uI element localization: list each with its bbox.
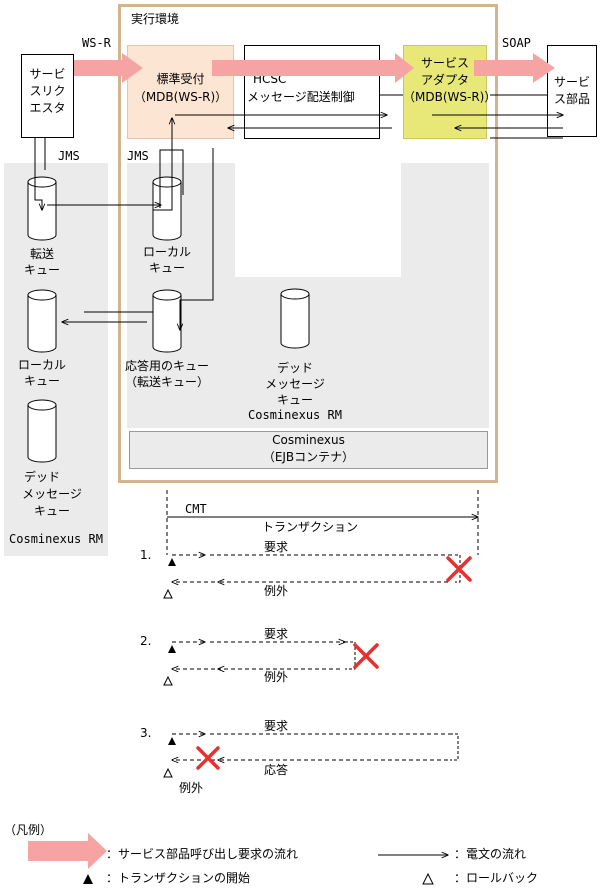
- cyl-local-mid: [152, 176, 182, 241]
- standard-reception-sub: （MDB(WS-R)）: [133, 90, 228, 104]
- case3-request: 要求: [264, 719, 289, 733]
- error-crosses: [196, 556, 472, 770]
- local-queue-left-l2: キュー: [23, 374, 60, 388]
- response-queue-l1: 応答用のキュー: [124, 359, 209, 373]
- legend-message-flow: ：電文の流れ: [454, 847, 527, 861]
- rm-mid-label: Cosminexus RM: [248, 408, 342, 422]
- case2-error-cross: [353, 643, 379, 669]
- service-adapter-line1: サービス: [420, 56, 469, 70]
- case3-response: 応答: [264, 763, 289, 777]
- pink-call-arrows: [28, 53, 555, 869]
- pink-arrow-soap: [474, 53, 555, 83]
- legend-call-flow: ：サービス部品呼び出し要求の流れ: [106, 847, 299, 861]
- case3-number: 3.: [140, 726, 152, 740]
- case2-number: 2.: [140, 634, 152, 648]
- rm-left-label: Cosminexus RM: [9, 532, 103, 546]
- pink-arrow-legend: [28, 833, 107, 869]
- case3-flow: [172, 734, 459, 760]
- cyl-response: [152, 289, 182, 353]
- legend-start-triangle: [83, 874, 93, 884]
- local-queue-mid-l1: ローカル: [142, 245, 191, 259]
- service-adapter-box: [403, 45, 487, 139]
- transaction-label: トランザクション: [262, 520, 359, 534]
- transfer-queue-l2: キュー: [23, 263, 60, 277]
- service-component-box: [547, 45, 597, 137]
- requester-line1: サービ: [29, 67, 66, 81]
- service-requester-box: [21, 54, 74, 138]
- case3-error-cross: [196, 746, 220, 770]
- tx-markers: [83, 558, 434, 885]
- message-flow-arrows: [34, 94, 563, 330]
- case1-flow: [172, 555, 461, 582]
- hcsc-sub: メッセージ配送制御: [247, 90, 355, 104]
- dead-queue-mid-l2: メッセージ: [265, 377, 325, 391]
- service-component-line1: サービ: [553, 75, 590, 89]
- transfer-queue-l1: 転送: [29, 247, 54, 261]
- requester-line2: スリク: [29, 84, 66, 98]
- cmt-label: CMT: [185, 502, 207, 516]
- legend-tx-start: ：トランザクションの開始: [106, 871, 251, 885]
- dead-queue-left-l1: デッド: [23, 470, 60, 484]
- dead-queue-left-l3: キュー: [33, 504, 70, 518]
- cosminexus-container: [129, 431, 488, 469]
- case3-exception: 例外: [179, 781, 204, 795]
- response-queue-l2: （転送キュー）: [124, 375, 209, 389]
- dead-queue-mid-l1: デッド: [276, 361, 313, 375]
- case1-request: 要求: [264, 540, 289, 554]
- case1-error-cross: [446, 556, 472, 582]
- case2-request: 要求: [264, 627, 289, 641]
- soap-label: SOAP: [502, 36, 531, 50]
- case3-rollback-triangle: [163, 767, 173, 778]
- env-title: 実行環境: [131, 12, 180, 26]
- case2-flow: [172, 642, 356, 669]
- service-component-line2: ス部品: [553, 92, 590, 106]
- case3-start-triangle: [168, 737, 176, 745]
- mid-rm-cutout: [235, 163, 401, 277]
- case2-exception: 例外: [264, 670, 289, 684]
- cosminexus-sub: （EJBコンテナ）: [262, 450, 355, 464]
- cosminexus-label: Cosminexus: [272, 433, 345, 447]
- dead-queue-left-l2: メッセージ: [22, 487, 82, 501]
- jms-left-label: JMS: [58, 149, 80, 163]
- jms-mid-label: JMS: [127, 149, 149, 163]
- requester-line3: エスタ: [29, 101, 66, 115]
- ws-r-label: WS-R: [82, 36, 111, 50]
- cyl-dead-left: [27, 399, 57, 463]
- local-queue-mid-l2: キュー: [148, 261, 185, 275]
- cyl-dead-mid: [280, 288, 310, 349]
- service-adapter-line3: （MDB(WS-R)）: [403, 90, 497, 104]
- legend-rollback-triangle: [422, 872, 434, 885]
- legend-rollback: ：ロールバック: [454, 871, 539, 885]
- service-adapter-line2: アダプタ: [420, 73, 469, 87]
- case2-start-triangle: [168, 645, 176, 653]
- cmt-span: [166, 490, 478, 555]
- case1-rollback-triangle: [163, 588, 173, 599]
- pink-arrow-hcsc: [212, 53, 414, 83]
- local-queue-left-l1: ローカル: [17, 358, 66, 372]
- pink-arrow-requester: [74, 53, 143, 83]
- case2-rollback-triangle: [163, 675, 173, 686]
- case1-number: 1.: [140, 548, 152, 562]
- legend-title: （凡例）: [4, 823, 53, 837]
- execution-environment: [118, 4, 498, 483]
- standard-reception-label: 標準受付: [156, 72, 205, 86]
- dead-queue-mid-l3: キュー: [276, 393, 313, 407]
- cyl-local-left: [27, 289, 57, 353]
- case1-exception: 例外: [264, 584, 289, 598]
- case1-start-triangle: [168, 558, 176, 566]
